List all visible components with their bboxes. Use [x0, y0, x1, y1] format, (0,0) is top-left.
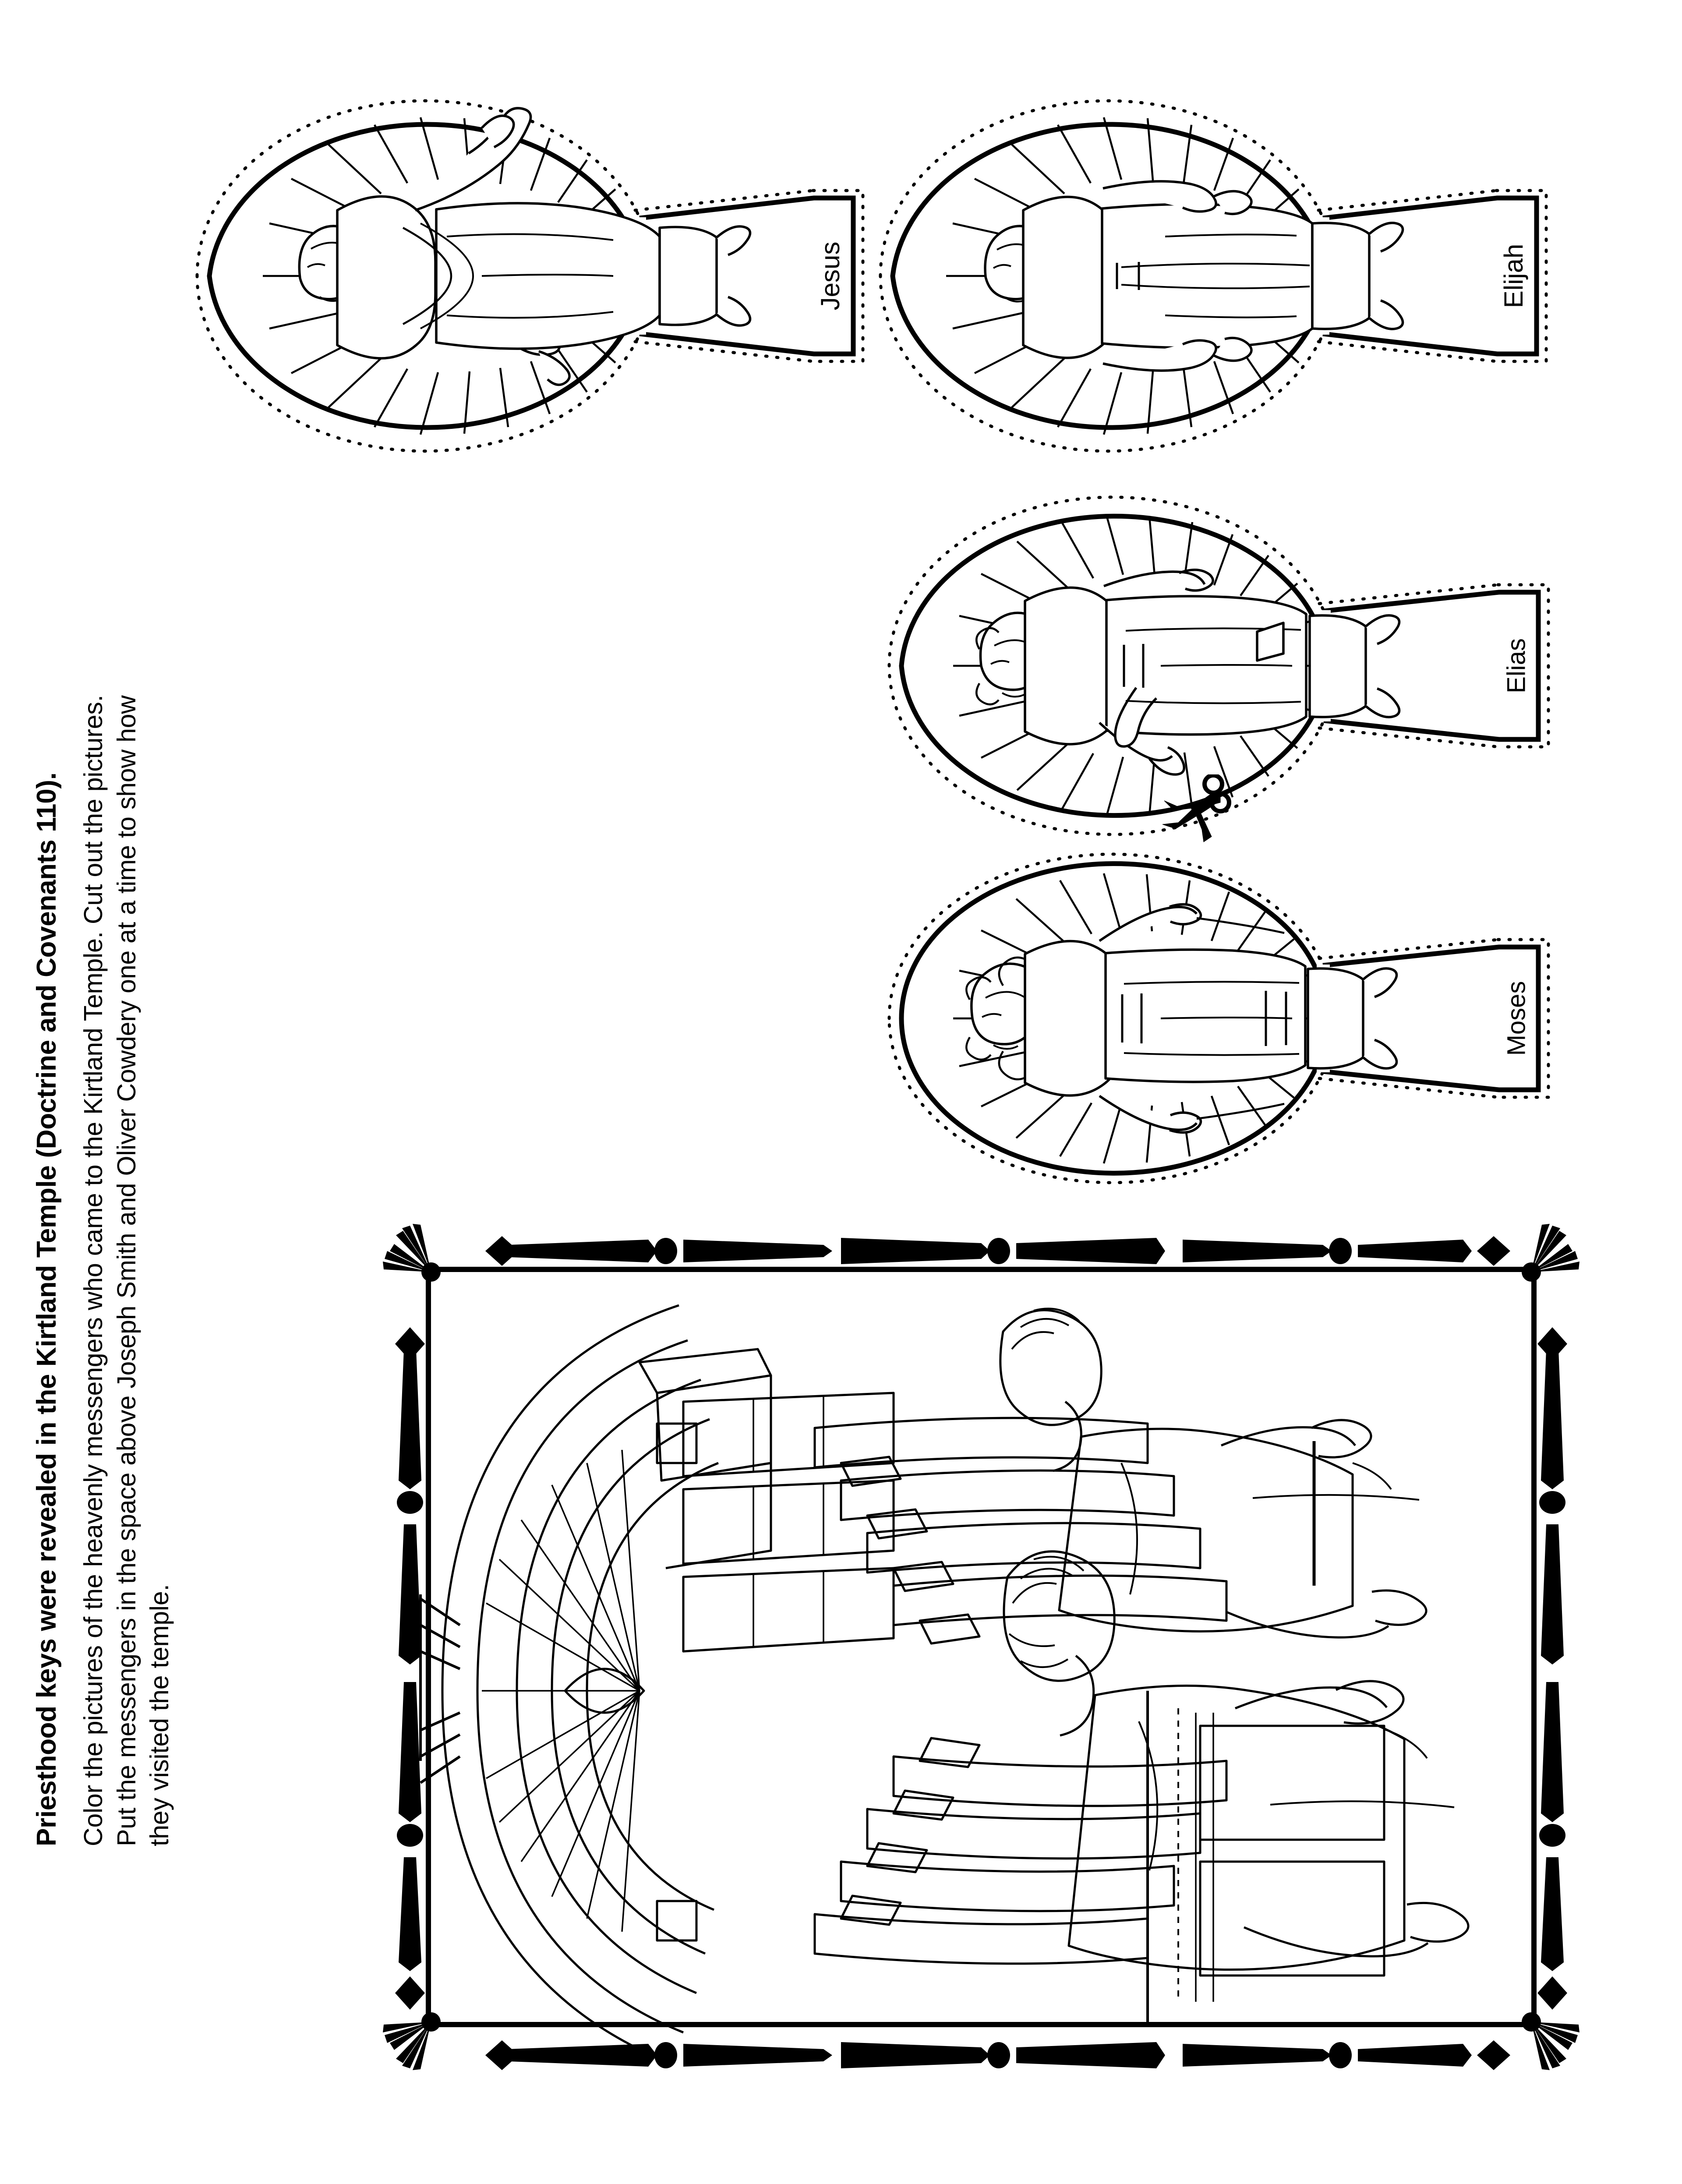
decorative-border [383, 1224, 1580, 2070]
figure-moses [965, 903, 1398, 1134]
cut-line-dotted [887, 495, 1550, 836]
cutout-tab-label-elias: Elias [1502, 638, 1530, 693]
scissors-icon [1162, 774, 1231, 842]
cut-line-dotted [887, 852, 1550, 1184]
border-corner-fans [383, 1224, 1580, 2070]
page-title: Priesthood keys were revealed in the Kir… [32, 772, 62, 1846]
instruction-line-2: Put the messengers in the space above Jo… [112, 695, 141, 1846]
figure-jesus [298, 107, 752, 386]
border-ornament-right [1537, 1327, 1567, 2010]
instruction-line-3: they visited the temple. [145, 1584, 174, 1846]
instruction-line-1: Color the pictures of the heavenly messe… [79, 695, 108, 1846]
border-ornament-top [485, 1236, 1510, 1266]
cutout-card-elias[interactable]: Elias [872, 477, 1568, 854]
cutout-card-jesus[interactable]: Jesus [175, 79, 885, 473]
cutout-tab-label-jesus: Jesus [816, 242, 845, 311]
temple-illustration-panel [377, 1218, 1586, 2076]
cutout-tab-label-moses: Moses [1502, 981, 1530, 1056]
figure-oliver-cowdery [999, 1308, 1428, 1639]
cut-marker [1148, 774, 1235, 853]
cutout-tab-label-elijah: Elijah [1499, 244, 1528, 308]
border-ornament-left [395, 1327, 425, 2010]
temple-interior-artwork [419, 1304, 1470, 2064]
figure-elijah [984, 180, 1404, 372]
border-ornament-bottom [485, 2040, 1510, 2070]
figure-elias [975, 569, 1401, 776]
cutout-card-moses[interactable]: Moses [872, 837, 1568, 1200]
figure-joseph-smith [1003, 1550, 1470, 1971]
cutout-card-elijah[interactable]: Elijah [859, 79, 1568, 473]
